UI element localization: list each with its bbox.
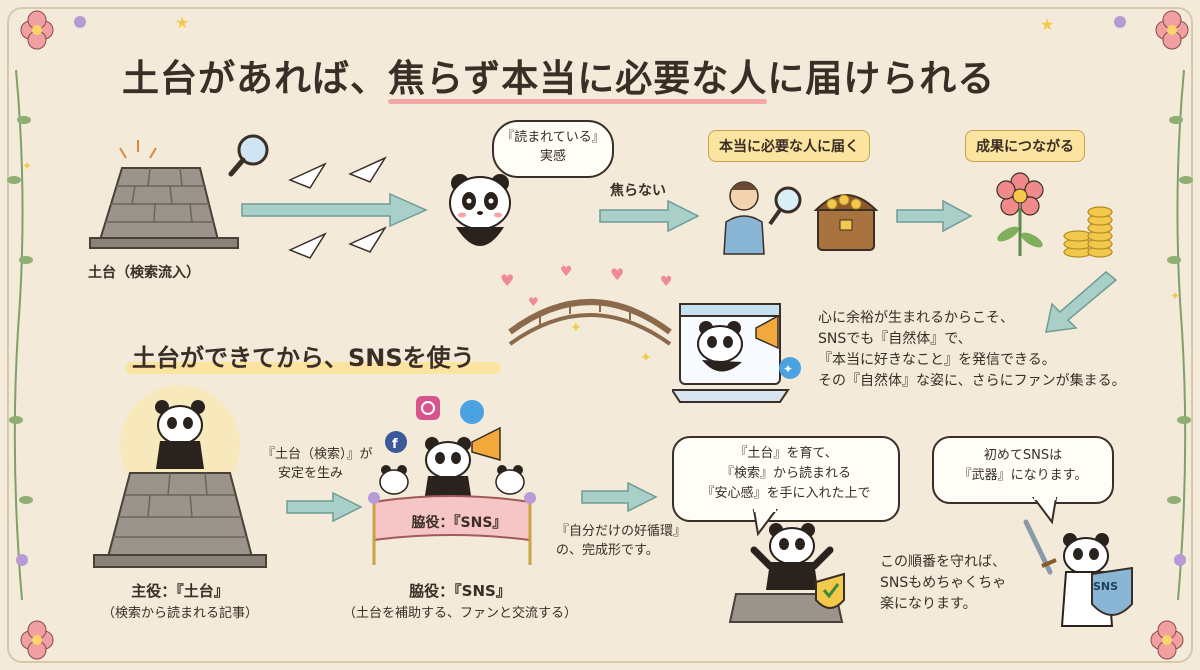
support-role-title: 脇役：『SNS』	[409, 582, 511, 600]
title-part3: に届けられる	[767, 57, 996, 100]
arrow-label-calm: 焦らない	[610, 183, 666, 199]
main-role-title: 主役：『土台』	[131, 582, 229, 600]
cycle-note: 『自分だけの好循環』 の、完成形です。	[556, 520, 686, 558]
stability-line-2: 安定を生み	[278, 466, 344, 481]
svg-text:✦: ✦	[640, 350, 652, 366]
speech-bubble-left: 『土台』を育て、 『検索』から読まれる 『安心感』を手に入れた上で	[672, 436, 900, 522]
arrow-right-icon	[599, 199, 700, 233]
bubble-left-line-2: 『検索』から読まれる	[720, 466, 851, 481]
main-role-subtitle: （検索から読まれる記事）	[101, 606, 258, 621]
svg-text:★: ★	[175, 13, 189, 32]
svg-text:f: f	[392, 437, 398, 452]
cycle-line-2: の、完成形です。	[556, 543, 659, 558]
thought-line-2: 実感	[539, 149, 566, 164]
subtitle-block: 土台ができてから、SNSを使う	[126, 338, 501, 374]
svg-text:★: ★	[1040, 15, 1054, 34]
shield-label: SNS	[1093, 580, 1119, 593]
closing-line-3: 楽になります。	[880, 596, 977, 612]
foundation-illustration	[89, 140, 239, 249]
panda-thinking	[449, 174, 511, 246]
svg-text:♥: ♥	[610, 265, 624, 284]
thought-line-1: 『読まれている』	[501, 130, 605, 145]
flower-icon	[20, 10, 1189, 660]
description-line-3: 『本当に好きなこと』を発信できる。	[818, 352, 1056, 368]
arrow-right-icon	[241, 192, 428, 228]
svg-text:♥: ♥	[528, 295, 539, 309]
title-underline	[388, 99, 768, 104]
cycle-line-1: 『自分だけの好循環』	[556, 524, 687, 539]
svg-text:✦: ✦	[570, 320, 582, 336]
description-line-2: SNSでも『自然体』で、	[818, 331, 972, 347]
bubble-right-line-1: 初めてSNSは	[983, 448, 1063, 463]
closing-note: この順番を守れば、 SNSもめちゃくちゃ 楽になります。	[880, 552, 1006, 615]
banner-text: 脇役：『SNS』	[411, 515, 507, 531]
subtitle-highlight	[126, 362, 501, 374]
description-block: 心に余裕が生まれるからこそ、 SNSでも『自然体』で、 『本当に好きなこと』を発…	[818, 308, 1126, 392]
closing-line-1: この順番を守れば、	[880, 554, 1006, 570]
closing-line-2: SNSもめちゃくちゃ	[880, 575, 1007, 591]
subtitle: 土台ができてから、SNSを使う	[132, 344, 475, 372]
arrow-down-left-icon	[1045, 271, 1118, 333]
svg-text:✦: ✦	[1170, 289, 1180, 303]
thought-bubble: 『読まれている』 実感	[492, 120, 614, 178]
speech-bubble-right: 初めてSNSは 『武器』になります。	[932, 436, 1114, 504]
panda-cheering-illustration	[728, 523, 845, 623]
description-line-1: 心に余裕が生まれるからこそ、	[818, 310, 1014, 326]
bubble-left-line-3: 『安心感』を手に入れた上で	[701, 486, 871, 501]
svg-text:✦: ✦	[783, 362, 793, 376]
title-part2: 焦らず本当に必要な人	[388, 57, 768, 100]
tag-reach: 本当に必要な人に届く	[708, 130, 870, 162]
sns-pandas-illustration: f	[368, 396, 536, 565]
arrow-right-icon	[581, 481, 658, 513]
arrow-right-icon	[896, 199, 973, 233]
svg-text:♥: ♥	[660, 274, 673, 290]
main-foundation-panda	[93, 385, 267, 568]
flower-coins-illustration	[996, 172, 1113, 258]
bubble-left-line-1: 『土台』を育て、	[734, 446, 838, 461]
bubble-right-line-2: 『武器』になります。	[958, 468, 1088, 483]
svg-text:✦: ✦	[22, 159, 32, 173]
person-treasure-illustration	[723, 181, 879, 255]
support-role-subtitle: （土台を補助する、ファンと交流する）	[342, 606, 577, 621]
page-title: 土台があれば、焦らず本当に必要な人に届けられる	[122, 48, 996, 104]
bubble-tail	[752, 508, 778, 537]
foundation-label: 土台（検索流入）	[88, 265, 200, 281]
svg-text:♥: ♥	[560, 264, 573, 280]
bridge-hearts-illustration: ♥ ♥ ♥ ♥ ♥ ✦ ✦	[500, 264, 673, 366]
stability-note: 『土台（検索）』が 安定を生み	[262, 443, 373, 481]
description-line-4: その『自然体』な姿に、さらにファンが集まる。	[818, 373, 1126, 389]
laptop-panda-illustration: ✦	[672, 303, 801, 403]
tag-result: 成果につながる	[965, 130, 1085, 162]
title-part1: 土台があれば、	[122, 57, 388, 100]
magnifier-icon	[228, 134, 269, 177]
arrow-right-icon	[286, 491, 363, 523]
panda-with-shield-illustration	[1023, 519, 1133, 627]
svg-text:♥: ♥	[500, 271, 514, 290]
stability-line-1: 『土台（検索）』が	[262, 447, 373, 462]
paper-plane-icons	[288, 156, 387, 259]
bubble-tail	[1032, 496, 1058, 525]
star-icon: ★ ★ ✦ ✦	[22, 13, 1180, 303]
title-highlight: 焦らず本当に必要な人	[388, 57, 768, 104]
